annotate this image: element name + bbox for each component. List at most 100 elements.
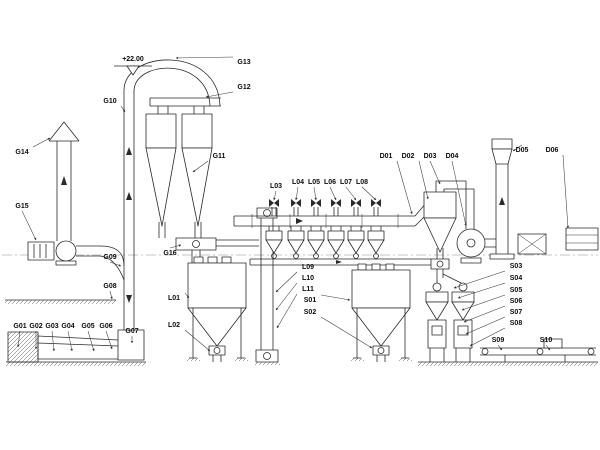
feeder-unit	[287, 199, 305, 259]
label-G01: G01	[13, 323, 26, 330]
label-L11: L11	[302, 286, 314, 293]
leader-G13	[175, 56, 234, 60]
feeder-unit	[367, 199, 385, 259]
hopper-S01	[351, 263, 411, 362]
leader-S10	[545, 344, 551, 351]
leader-G12	[205, 91, 234, 98]
leader-G14	[32, 137, 51, 148]
label-G10: G10	[103, 98, 116, 105]
label-G03: G03	[45, 323, 58, 330]
label-G13: G13	[237, 59, 250, 66]
label-G09: G09	[103, 254, 116, 261]
label-S02: S02	[304, 309, 317, 316]
label-L09: L09	[302, 264, 314, 271]
leader-L03	[273, 190, 277, 201]
leader-S07	[465, 316, 506, 335]
leader-S09	[497, 344, 503, 351]
label-L02: L02	[168, 322, 180, 329]
leader-S01	[320, 294, 351, 301]
leader-S06	[463, 305, 506, 323]
feeder-unit	[327, 199, 345, 259]
label-G11: G11	[213, 153, 226, 160]
label-G16: G16	[163, 250, 176, 257]
label-S10: S10	[540, 337, 553, 344]
feeder-unit	[347, 199, 365, 259]
stack-G14	[48, 121, 80, 241]
label-L06: L06	[324, 179, 336, 186]
bagging-section	[425, 269, 596, 362]
label-S07: S07	[510, 309, 523, 316]
label-D03: D03	[424, 153, 437, 160]
leader-G05	[87, 330, 95, 352]
ground-lines	[5, 299, 598, 366]
label-G04: G04	[61, 323, 74, 330]
elevation-marker	[114, 65, 152, 76]
dedusting-system	[423, 138, 599, 270]
leader-D03	[429, 160, 441, 185]
furnace-unit	[7, 329, 145, 363]
leader-S04	[457, 282, 506, 299]
leader-S05	[461, 294, 506, 311]
feeder-unit	[307, 199, 325, 259]
leader-G04	[67, 330, 73, 352]
label-L03: L03	[270, 183, 282, 190]
collecting-duct	[249, 258, 431, 266]
leader-L06	[329, 186, 337, 201]
label-G05: G05	[81, 323, 94, 330]
label-L07: L07	[340, 179, 352, 186]
leader-L01	[184, 292, 190, 299]
leader-G15	[21, 210, 37, 241]
label-S01: S01	[304, 297, 317, 304]
label-S05: S05	[510, 287, 523, 294]
leader-G11	[192, 160, 209, 173]
leader-G10	[120, 105, 126, 113]
leader-S03	[453, 270, 506, 289]
hopper-L01	[187, 256, 247, 362]
label-L08: L08	[356, 179, 368, 186]
leader-L02	[184, 329, 211, 352]
label-S06: S06	[510, 298, 523, 305]
label-L05: L05	[308, 179, 320, 186]
label-G14: G14	[15, 149, 28, 156]
label-D01: D01	[380, 153, 393, 160]
label-G08: G08	[103, 283, 116, 290]
label-S09: S09	[492, 337, 505, 344]
leader-D02	[418, 160, 429, 200]
leader-L11	[276, 293, 298, 329]
feeder-unit	[265, 199, 283, 259]
leader-L09	[275, 271, 298, 293]
twin-cyclones	[145, 97, 259, 263]
leader-L08	[361, 186, 377, 201]
label-S03: S03	[510, 263, 523, 270]
leader-G06	[105, 330, 113, 350]
label-L10: L10	[302, 275, 314, 282]
label-D04: D04	[446, 153, 459, 160]
label-G12: G12	[237, 84, 250, 91]
label-D02: D02	[402, 153, 415, 160]
label-L04: L04	[292, 179, 304, 186]
label-S04: S04	[510, 275, 523, 282]
leader-G01	[17, 330, 21, 348]
leader-L10	[275, 282, 298, 311]
label-D05: D05	[516, 147, 529, 154]
leader-L04	[295, 186, 299, 201]
leader-S08	[469, 327, 506, 347]
label-G15: G15	[15, 203, 28, 210]
leader-G16	[169, 244, 182, 249]
leader-D06	[562, 154, 570, 229]
leader-S02	[320, 316, 373, 349]
label-G06: G06	[99, 323, 112, 330]
fan-G15	[27, 240, 125, 281]
label-elev: +22.00	[122, 56, 144, 63]
leader-G03	[51, 330, 56, 352]
leader-G08	[109, 290, 113, 300]
label-S08: S08	[510, 320, 523, 327]
label-G02: G02	[29, 323, 42, 330]
mill-riser-duct	[123, 59, 221, 330]
leader-L07	[345, 186, 357, 201]
leader-G09	[109, 261, 122, 267]
leader-L05	[313, 186, 317, 201]
